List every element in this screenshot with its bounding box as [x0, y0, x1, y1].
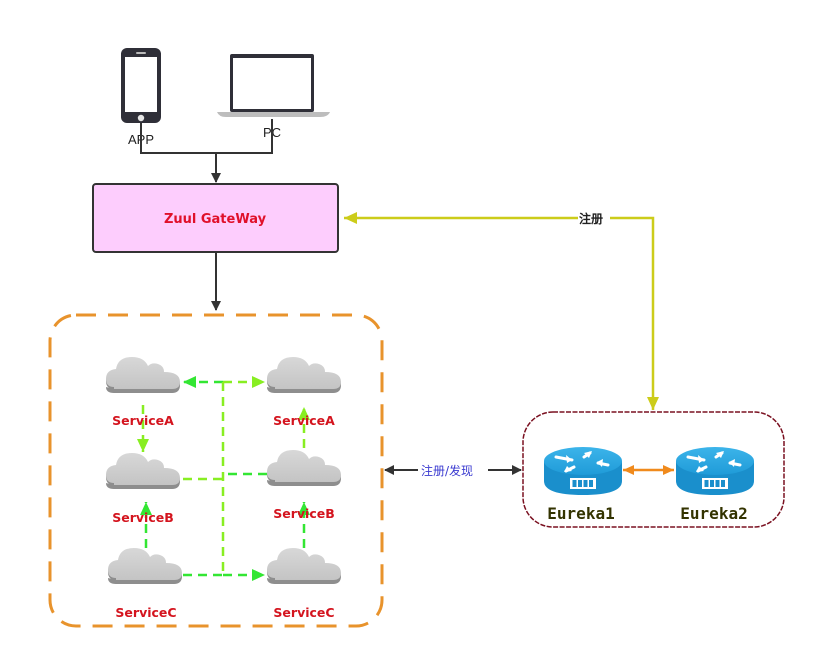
cloud-icon [108, 548, 182, 584]
service-label[interactable]: ServiceC [115, 605, 176, 620]
eureka-node-label[interactable]: Eureka1 [547, 504, 614, 523]
cloud-icon [106, 453, 180, 489]
laptop-icon [217, 54, 330, 117]
router-icon [674, 445, 756, 497]
service-label[interactable]: ServiceA [112, 413, 174, 428]
service-label[interactable]: ServiceA [273, 413, 335, 428]
router-icon [542, 445, 624, 497]
cloud-icon [106, 357, 180, 393]
service-label[interactable]: ServiceB [273, 506, 335, 521]
gateway-label: Zuul GateWay [164, 212, 267, 227]
register-discover-label: 注册/发现 [421, 463, 473, 478]
service-label[interactable]: ServiceB [112, 510, 174, 525]
eureka-node-label[interactable]: Eureka2 [680, 504, 747, 523]
smartphone-icon [121, 48, 161, 123]
cloud-icon [267, 450, 341, 486]
register-label: 注册 [579, 211, 603, 226]
register-connector [344, 212, 659, 410]
cloud-icon [267, 357, 341, 393]
service-links [137, 376, 310, 581]
service-cluster-box [48, 313, 384, 628]
cloud-icon [267, 548, 341, 584]
service-label[interactable]: ServiceC [273, 605, 334, 620]
client-to-gateway-connector [140, 119, 273, 183]
